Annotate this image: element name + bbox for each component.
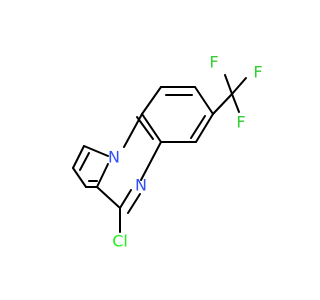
bond [141, 113, 162, 143]
bonds [72, 74, 247, 233]
ring-nitrogen-label: N [135, 176, 147, 195]
bond [96, 186, 121, 209]
chlorine-label: Cl [112, 232, 128, 251]
bond [141, 86, 162, 115]
bond [140, 141, 162, 181]
atom-labels: F F F N N Cl [108, 53, 263, 251]
bond [195, 113, 214, 143]
bond [231, 93, 240, 113]
bond [96, 163, 109, 188]
bond [190, 115, 206, 139]
bond [231, 77, 247, 95]
bond [136, 116, 154, 140]
molecule-drawing: F F F N N Cl [72, 53, 263, 251]
bond [212, 93, 233, 115]
bond [79, 152, 90, 171]
bond [119, 189, 132, 209]
bond [72, 167, 87, 188]
bond [127, 193, 141, 214]
bond [72, 145, 85, 169]
fluorine-label: F [253, 63, 262, 82]
bond [83, 145, 109, 157]
structure-canvas: F F F N N Cl [72, 52, 263, 251]
fluorine-label: F [209, 53, 218, 72]
bond [123, 113, 143, 148]
fluorine-label: F [236, 113, 245, 132]
bond [194, 86, 214, 115]
bridgehead-nitrogen-label: N [108, 148, 120, 167]
bond [224, 74, 233, 95]
